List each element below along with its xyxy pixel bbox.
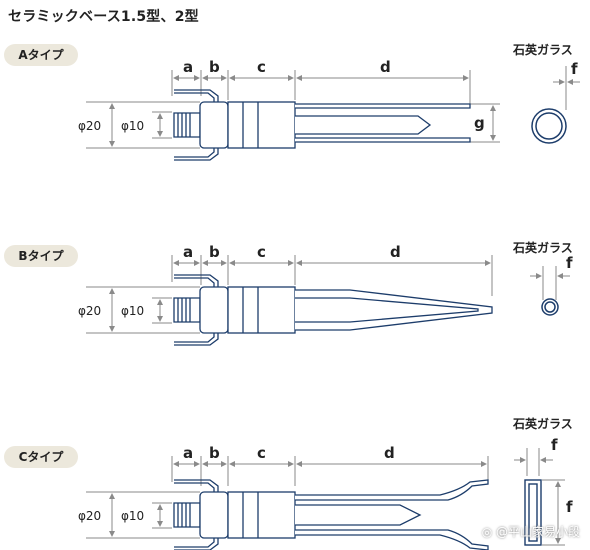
dim-c-label-b: c xyxy=(257,243,266,261)
watermark: ◎ @平山家易小段 xyxy=(481,525,580,539)
phi20-label-b: φ20 xyxy=(78,304,101,318)
dim-b-label: b xyxy=(209,58,220,76)
quartz-label-b: 石英ガラス xyxy=(512,240,573,255)
dim-d-label-c: d xyxy=(384,444,395,462)
phi20-label-c: φ20 xyxy=(78,509,101,523)
phi10-label-c: φ10 xyxy=(121,509,144,523)
type-c-badge: Cタイプ xyxy=(4,446,78,468)
phi20-label: φ20 xyxy=(78,119,101,133)
dim-g-label: g xyxy=(474,114,485,132)
dim-d-label-b: d xyxy=(390,243,401,261)
dim-a-label-c: a xyxy=(183,444,193,462)
dim-b-label-b: b xyxy=(209,243,220,261)
dim-f-label-b: f xyxy=(566,254,573,272)
dim-d-label: d xyxy=(380,58,391,76)
page-title: セラミックベース1.5型、2型 xyxy=(8,9,199,25)
type-a-quartz: 石英ガラス f xyxy=(512,42,580,144)
dim-a-label-b: a xyxy=(183,243,193,261)
dim-f-label-a: f xyxy=(571,60,578,78)
dim-f-label-c: f xyxy=(551,436,558,454)
type-c-drawing: a b c d φ20 φ10 xyxy=(78,444,489,550)
type-a-badge: Aタイプ xyxy=(4,44,78,66)
type-c-quartz: 石英ガラス f f xyxy=(512,416,573,546)
dim-a-label: a xyxy=(183,58,193,76)
quartz-label-a: 石英ガラス xyxy=(512,42,573,57)
type-b-quartz: 石英ガラス f xyxy=(512,240,573,316)
dim-b-label-c: b xyxy=(209,444,220,462)
phi10-label: φ10 xyxy=(121,119,144,133)
type-b-badge: Bタイプ xyxy=(4,245,78,267)
dim-c-label: c xyxy=(257,58,266,76)
type-a-drawing: a b c d φ20 φ10 g xyxy=(78,58,500,161)
dim-f2-label-c: f xyxy=(566,498,573,516)
dim-c-label-c: c xyxy=(257,444,266,462)
quartz-label-c: 石英ガラス xyxy=(512,416,573,431)
type-b-drawing: a b c d φ20 φ10 xyxy=(78,243,493,346)
phi10-label-b: φ10 xyxy=(121,304,144,318)
